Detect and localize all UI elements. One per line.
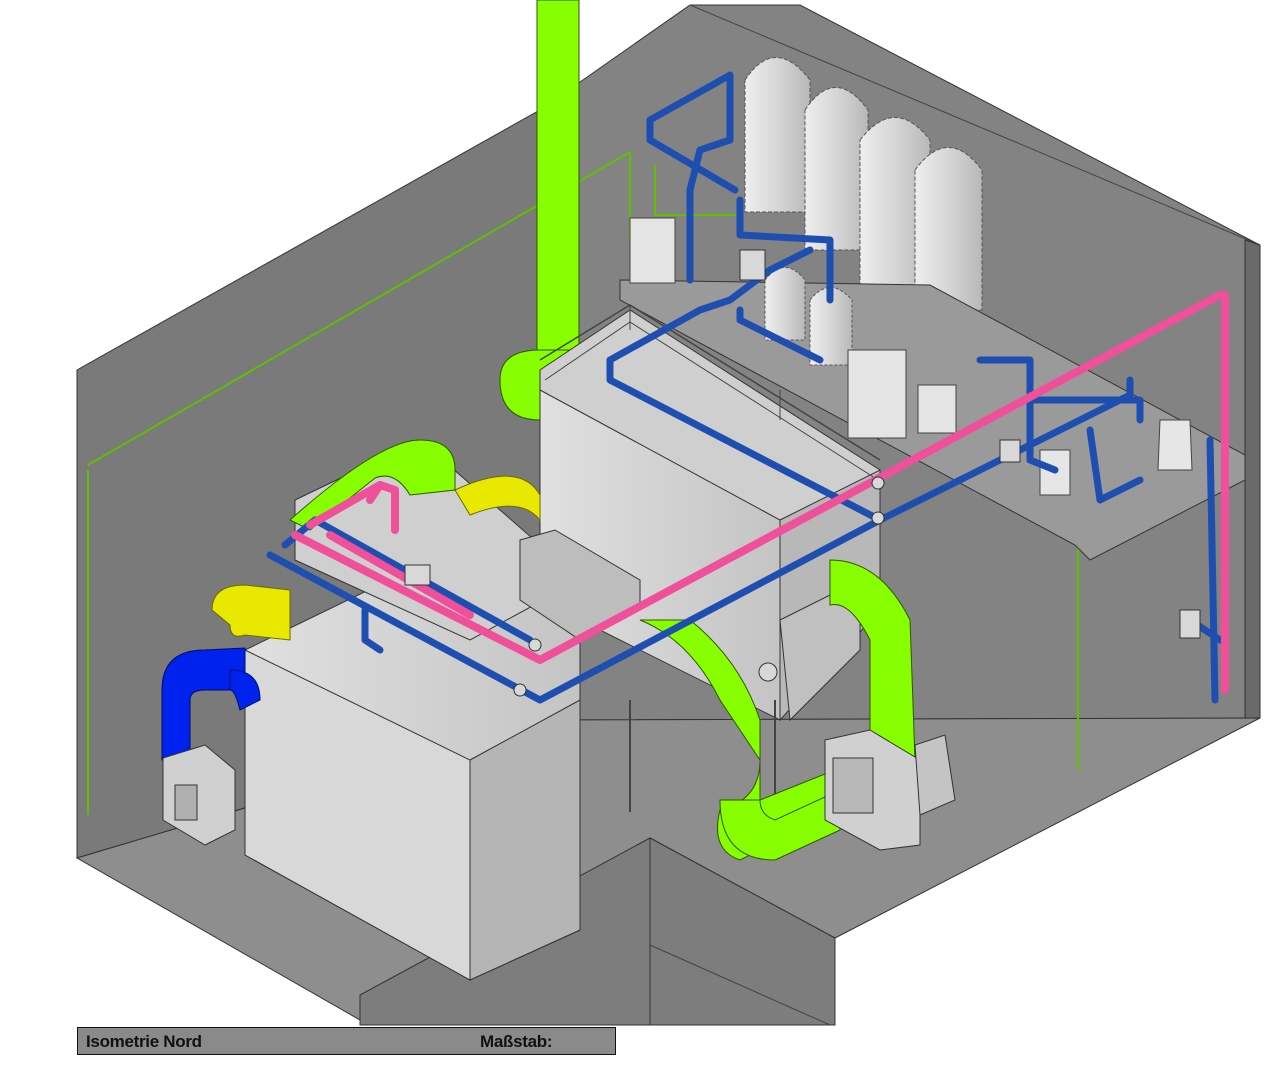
silo-icon — [804, 87, 869, 251]
title-block: Isometrie Nord Maßstab: — [77, 1027, 616, 1055]
pink-pipes — [291, 291, 1229, 694]
silo-icon — [914, 147, 983, 311]
fan-icon — [162, 744, 236, 846]
tank-icon — [764, 267, 806, 341]
valve-icon — [739, 249, 766, 281]
scale-label: Maßstab: — [480, 1032, 553, 1051]
valve-icon — [1179, 609, 1201, 639]
valve-icon — [513, 683, 527, 697]
silo-icon — [744, 57, 811, 213]
valve-icon — [528, 638, 542, 652]
blue-pipes — [266, 71, 1224, 704]
valve-group — [404, 249, 1201, 697]
valve-icon — [999, 439, 1021, 463]
pump-icon — [1157, 419, 1193, 471]
tank-icon — [809, 287, 853, 366]
control-cabinet-icon — [917, 384, 957, 434]
yellow-duct — [211, 475, 541, 641]
blue-duct — [161, 647, 261, 761]
fan-icon — [824, 729, 956, 851]
dryer-unit — [244, 439, 641, 981]
valve-icon — [871, 476, 885, 490]
green-duct — [289, 439, 916, 861]
tank-group — [629, 217, 1193, 496]
control-cabinet-icon — [847, 349, 907, 439]
valve-icon — [404, 564, 431, 586]
valve-icon — [758, 662, 778, 682]
control-cabinet-icon — [629, 217, 676, 284]
silo-group — [744, 57, 983, 311]
valve-icon — [871, 511, 885, 525]
view-name: Isometrie Nord — [86, 1032, 202, 1051]
